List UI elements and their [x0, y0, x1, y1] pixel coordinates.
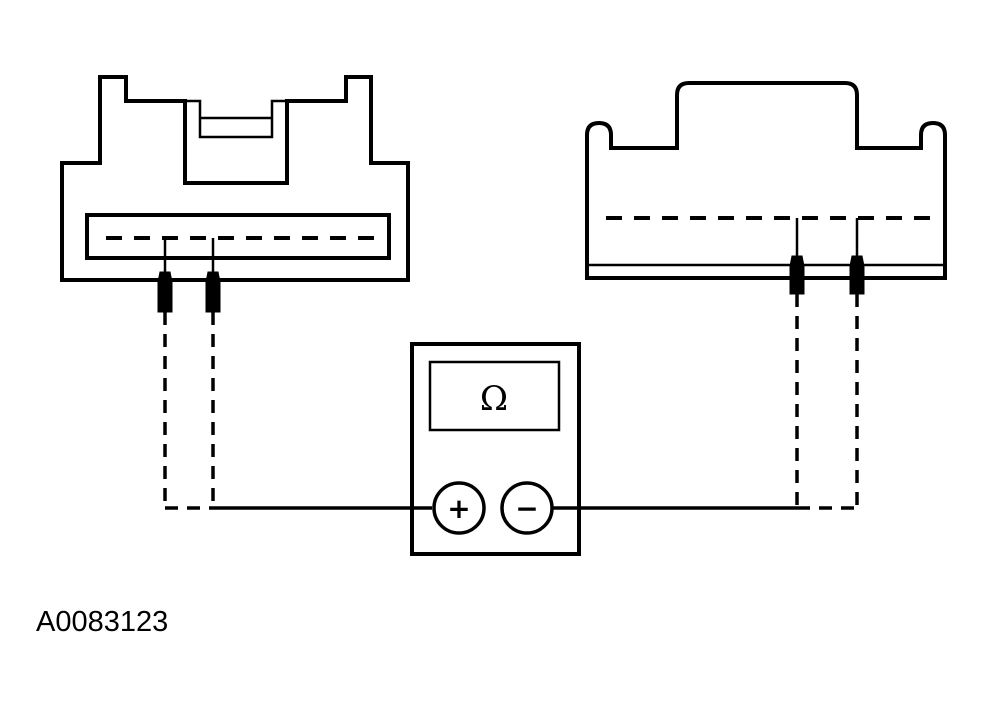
ohm-symbol: Ω	[480, 379, 508, 419]
negative-terminal	[500, 481, 554, 535]
multimeter-display	[428, 360, 561, 432]
left-probe-2	[205, 271, 221, 313]
left-connector	[60, 75, 410, 282]
multimeter-body	[410, 342, 581, 556]
right-probe-2	[849, 255, 865, 295]
right-connector-housing	[585, 81, 947, 280]
positive-terminal	[432, 481, 486, 535]
positive-terminal-label: +	[447, 492, 470, 525]
left-connector-latch	[185, 99, 287, 139]
multimeter: Ω + −	[410, 342, 581, 556]
right-probe-1	[789, 255, 805, 295]
negative-terminal-label: −	[515, 492, 538, 525]
left-probe-1	[157, 271, 173, 313]
left-connector-housing	[60, 75, 410, 282]
figure-id-label: A0083123	[36, 606, 169, 638]
left-connector-terminal-strip	[85, 213, 391, 260]
right-connector	[585, 81, 947, 280]
